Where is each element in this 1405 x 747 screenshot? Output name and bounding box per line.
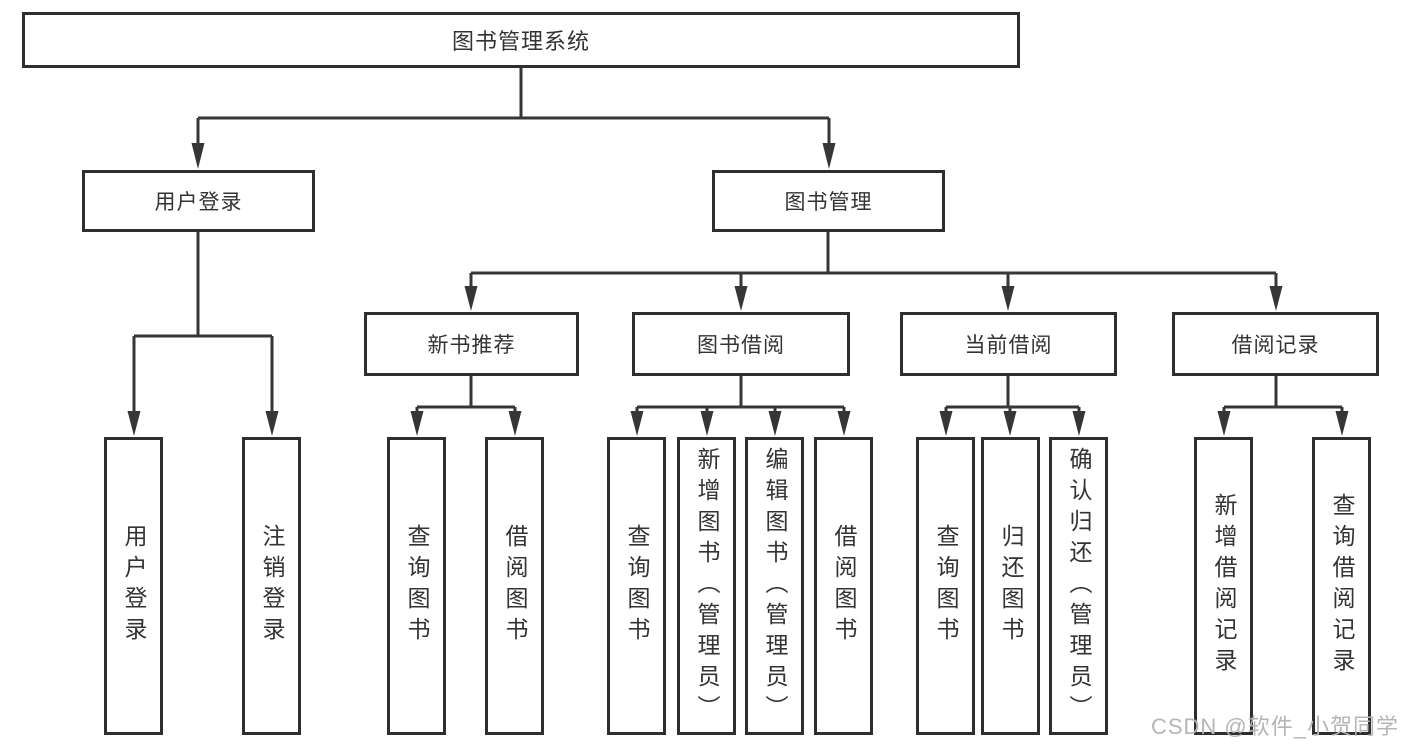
leaf-query-books-3-label: 查询图书 xyxy=(933,524,959,648)
connector-root xyxy=(196,68,831,145)
leaf-add-borrow-record: 新增借阅记录 xyxy=(1194,437,1253,735)
node-book-borrow-label: 图书借阅 xyxy=(697,334,785,357)
leaf-query-books-1: 查询图书 xyxy=(387,437,446,735)
node-user-login-label: 用户登录 xyxy=(154,191,243,214)
leaf-query-borrow-record: 查询借阅记录 xyxy=(1312,437,1371,735)
connector-current-borrow xyxy=(944,376,1081,414)
leaf-borrow-books-1-label: 借阅图书 xyxy=(502,524,528,648)
node-root: 图书管理系统 xyxy=(22,12,1020,68)
node-borrow-records: 借阅记录 xyxy=(1172,312,1379,376)
arrowhead-icon xyxy=(1001,286,1015,311)
leaf-add-book-admin-label: 新增图书（管理员） xyxy=(694,446,720,726)
watermark: CSDN @软件_小贺同学 xyxy=(1150,714,1399,739)
leaf-query-borrow-record-label: 查询借阅记录 xyxy=(1329,493,1355,679)
leaf-add-borrow-record-label: 新增借阅记录 xyxy=(1211,493,1237,679)
node-book-management-label: 图书管理 xyxy=(784,191,873,214)
leaf-logout: 注销登录 xyxy=(242,437,301,735)
leaf-user-login-label: 用户登录 xyxy=(121,524,147,648)
leaf-user-login: 用户登录 xyxy=(104,437,163,735)
arrowhead-icon xyxy=(508,411,522,436)
leaf-borrow-books-2: 借阅图书 xyxy=(814,437,873,735)
arrowhead-icon xyxy=(265,411,279,436)
leaf-borrow-books-1: 借阅图书 xyxy=(485,437,544,735)
leaf-query-books-1-label: 查询图书 xyxy=(404,524,430,648)
leaf-confirm-return-admin-label: 确认归还（管理员） xyxy=(1066,446,1092,726)
leaf-confirm-return-admin: 确认归还（管理员） xyxy=(1049,437,1108,735)
node-book-borrow: 图书借阅 xyxy=(632,312,850,376)
node-book-management: 图书管理 xyxy=(712,170,945,232)
leaf-return-book: 归还图书 xyxy=(981,437,1040,735)
arrowhead-icon xyxy=(191,143,205,169)
node-root-label: 图书管理系统 xyxy=(451,29,590,54)
connector-book-management xyxy=(469,232,1278,288)
leaf-return-book-label: 归还图书 xyxy=(998,524,1024,648)
node-current-borrow: 当前借阅 xyxy=(900,312,1117,376)
arrowhead-icon xyxy=(464,286,478,311)
node-user-login: 用户登录 xyxy=(82,170,315,232)
connector-user-login xyxy=(132,232,274,414)
leaf-query-books-2: 查询图书 xyxy=(607,437,666,735)
arrowhead-icon xyxy=(1269,286,1283,311)
leaf-edit-book-admin: 编辑图书（管理员） xyxy=(745,437,804,735)
arrowhead-icon xyxy=(1072,411,1086,436)
arrowhead-icon xyxy=(837,411,851,436)
leaf-borrow-books-2-label: 借阅图书 xyxy=(831,524,857,648)
arrowhead-icon xyxy=(1335,411,1349,436)
leaf-query-books-2-label: 查询图书 xyxy=(624,524,650,648)
node-new-book-recommend: 新书推荐 xyxy=(364,312,579,376)
connector-borrow-records xyxy=(1222,376,1344,414)
node-borrow-records-label: 借阅记录 xyxy=(1231,334,1320,357)
arrowhead-icon xyxy=(410,411,424,436)
arrowhead-icon xyxy=(734,286,748,311)
node-new-book-recommend-label: 新书推荐 xyxy=(427,334,516,357)
arrowhead-icon xyxy=(822,143,836,169)
arrowhead-icon xyxy=(768,411,782,436)
arrowhead-icon xyxy=(127,411,141,436)
node-current-borrow-label: 当前借阅 xyxy=(964,334,1053,357)
leaf-edit-book-admin-label: 编辑图书（管理员） xyxy=(762,446,788,726)
connector-new-book xyxy=(415,376,517,414)
arrowhead-icon xyxy=(700,411,714,436)
arrowhead-icon xyxy=(1003,411,1017,436)
leaf-query-books-3: 查询图书 xyxy=(916,437,975,735)
leaf-logout-label: 注销登录 xyxy=(259,524,285,648)
arrowhead-icon xyxy=(1217,411,1231,436)
arrowhead-icon xyxy=(630,411,644,436)
arrowhead-icon xyxy=(939,411,953,436)
leaf-add-book-admin: 新增图书（管理员） xyxy=(677,437,736,735)
connector-book-borrow xyxy=(635,376,846,414)
